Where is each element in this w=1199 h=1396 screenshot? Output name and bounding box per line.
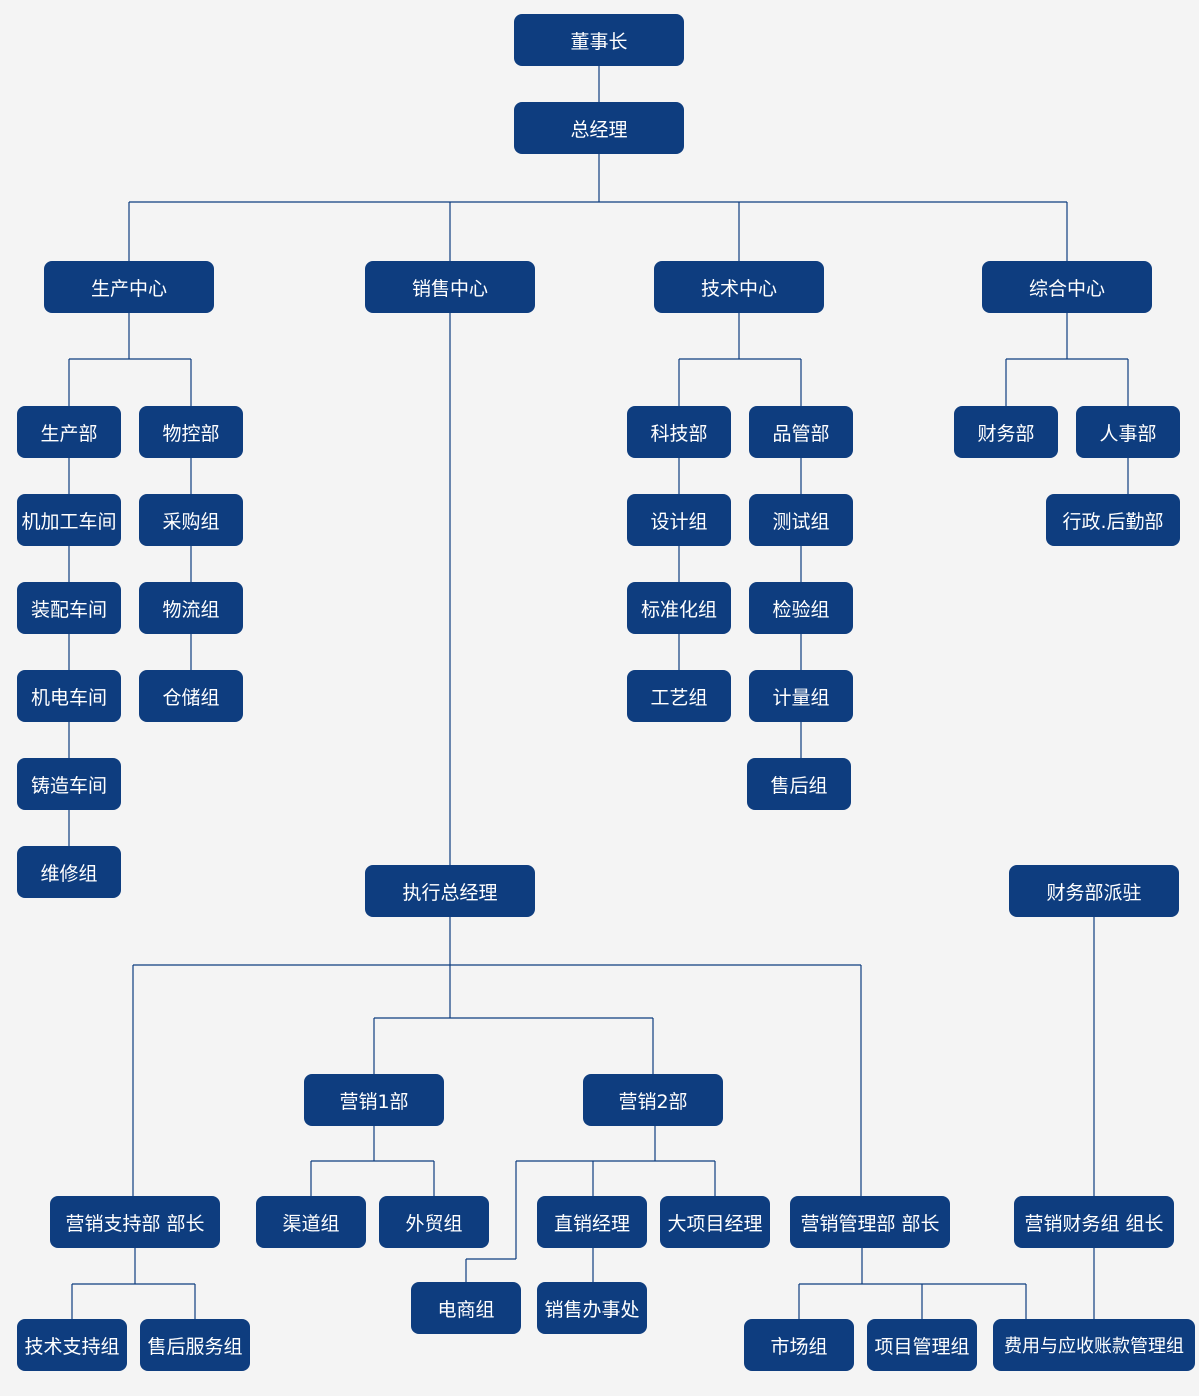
node-assembly-workshop: 装配车间 (17, 582, 121, 634)
node-after-sales-group: 售后组 (747, 758, 851, 810)
node-general-center: 综合中心 (982, 261, 1152, 313)
node-warehouse-group: 仓储组 (139, 670, 243, 722)
node-purchasing-group: 采购组 (139, 494, 243, 546)
node-tech-center: 技术中心 (654, 261, 824, 313)
node-sales-office: 销售办事处 (537, 1282, 647, 1334)
node-project-mgmt-group: 项目管理组 (867, 1319, 977, 1371)
node-marketing-2: 营销2部 (583, 1074, 723, 1126)
node-material-control-dept: 物控部 (139, 406, 243, 458)
node-hr-dept: 人事部 (1076, 406, 1180, 458)
node-executive-gm: 执行总经理 (365, 865, 535, 917)
node-quality-dept: 品管部 (749, 406, 853, 458)
node-process-group: 工艺组 (627, 670, 731, 722)
node-marketing-mgmt-head: 营销管理部 部长 (790, 1196, 950, 1248)
node-design-group: 设计组 (627, 494, 731, 546)
node-foreign-trade-group: 外贸组 (379, 1196, 489, 1248)
node-channel-group: 渠道组 (256, 1196, 366, 1248)
node-standardization-group: 标准化组 (627, 582, 731, 634)
node-production-dept: 生产部 (17, 406, 121, 458)
node-market-group: 市场组 (744, 1319, 854, 1371)
node-marketing-finance-leader: 营销财务组 组长 (1014, 1196, 1174, 1248)
node-machining-workshop: 机加工车间 (17, 494, 121, 546)
node-marketing-support-head: 营销支持部 部长 (50, 1196, 220, 1248)
node-expense-receivable-group: 费用与应收账款管理组 (993, 1319, 1195, 1371)
node-ecommerce-group: 电商组 (411, 1282, 521, 1334)
node-sales-center: 销售中心 (365, 261, 535, 313)
node-metrology-group: 计量组 (749, 670, 853, 722)
node-after-sales-service-group: 售后服务组 (140, 1319, 250, 1371)
node-key-project-manager: 大项目经理 (660, 1196, 770, 1248)
node-electromech-workshop: 机电车间 (17, 670, 121, 722)
node-finance-dept: 财务部 (954, 406, 1058, 458)
node-tech-support-group: 技术支持组 (17, 1319, 127, 1371)
node-science-tech-dept: 科技部 (627, 406, 731, 458)
node-admin-logistics-dept: 行政.后勤部 (1046, 494, 1180, 546)
node-maintenance-group: 维修组 (17, 846, 121, 898)
node-chairman: 董事长 (514, 14, 684, 66)
node-general-manager: 总经理 (514, 102, 684, 154)
node-finance-dispatch: 财务部派驻 (1009, 865, 1179, 917)
node-testing-group: 测试组 (749, 494, 853, 546)
node-inspection-group: 检验组 (749, 582, 853, 634)
node-logistics-group: 物流组 (139, 582, 243, 634)
node-casting-workshop: 铸造车间 (17, 758, 121, 810)
node-direct-sales-manager: 直销经理 (537, 1196, 647, 1248)
node-marketing-1: 营销1部 (304, 1074, 444, 1126)
node-production-center: 生产中心 (44, 261, 214, 313)
